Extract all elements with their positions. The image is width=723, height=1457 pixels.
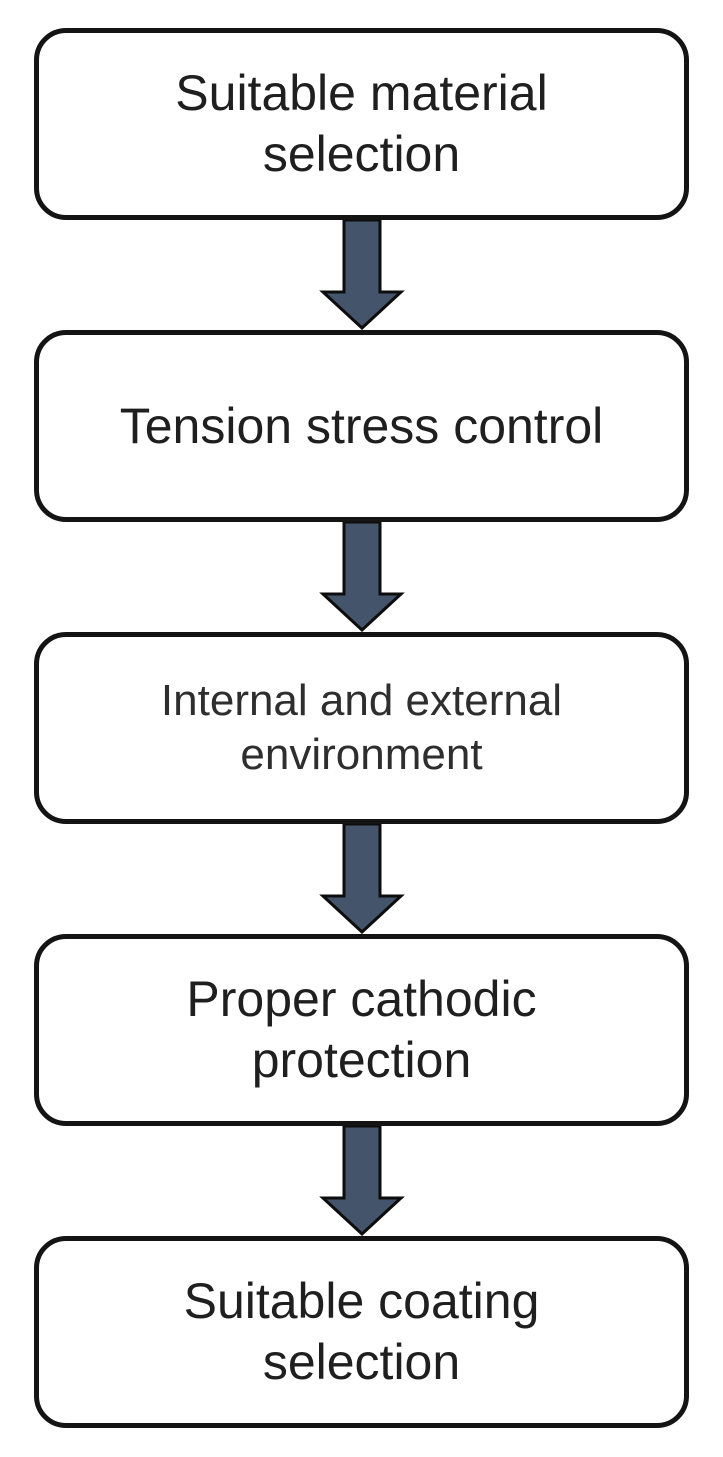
down-arrow-shape <box>318 522 405 632</box>
flow-step-suitable-material-selection: Suitable material selection <box>34 28 689 220</box>
down-arrow-shape <box>318 824 405 934</box>
flow-step-label-line: environment <box>240 730 483 779</box>
down-arrow-svg <box>318 824 405 934</box>
down-arrow-icon <box>317 220 407 330</box>
flow-step-label-line: Internal and external <box>160 676 563 726</box>
flow-step-label-line: selection <box>262 126 461 182</box>
flow-step-label-line: Tension stress control <box>119 397 604 454</box>
flow-step-label-line: protection <box>251 1032 472 1088</box>
flow-step-internal-external-environment: Internal and external environment <box>34 632 689 824</box>
flow-step-label-line: Suitable coating <box>183 1273 540 1329</box>
flow-step-proper-cathodic-protection: Proper cathodic protection <box>34 934 689 1126</box>
down-arrow-icon <box>317 824 407 934</box>
flow-step-tension-stress-control: Tension stress control <box>34 330 689 522</box>
down-arrow-icon <box>317 522 407 632</box>
flow-step-label-line: selection <box>262 1334 461 1390</box>
down-arrow-icon <box>317 1126 407 1236</box>
flow-step-label-line: Suitable material <box>175 65 548 121</box>
down-arrow-svg <box>318 522 405 632</box>
down-arrow-svg <box>318 1126 405 1236</box>
flow-step-label-line: Proper cathodic <box>186 971 537 1027</box>
down-arrow-svg <box>318 220 405 330</box>
down-arrow-shape <box>318 220 405 330</box>
down-arrow-shape <box>318 1126 405 1236</box>
flow-step-suitable-coating-selection: Suitable coating selection <box>34 1236 689 1428</box>
